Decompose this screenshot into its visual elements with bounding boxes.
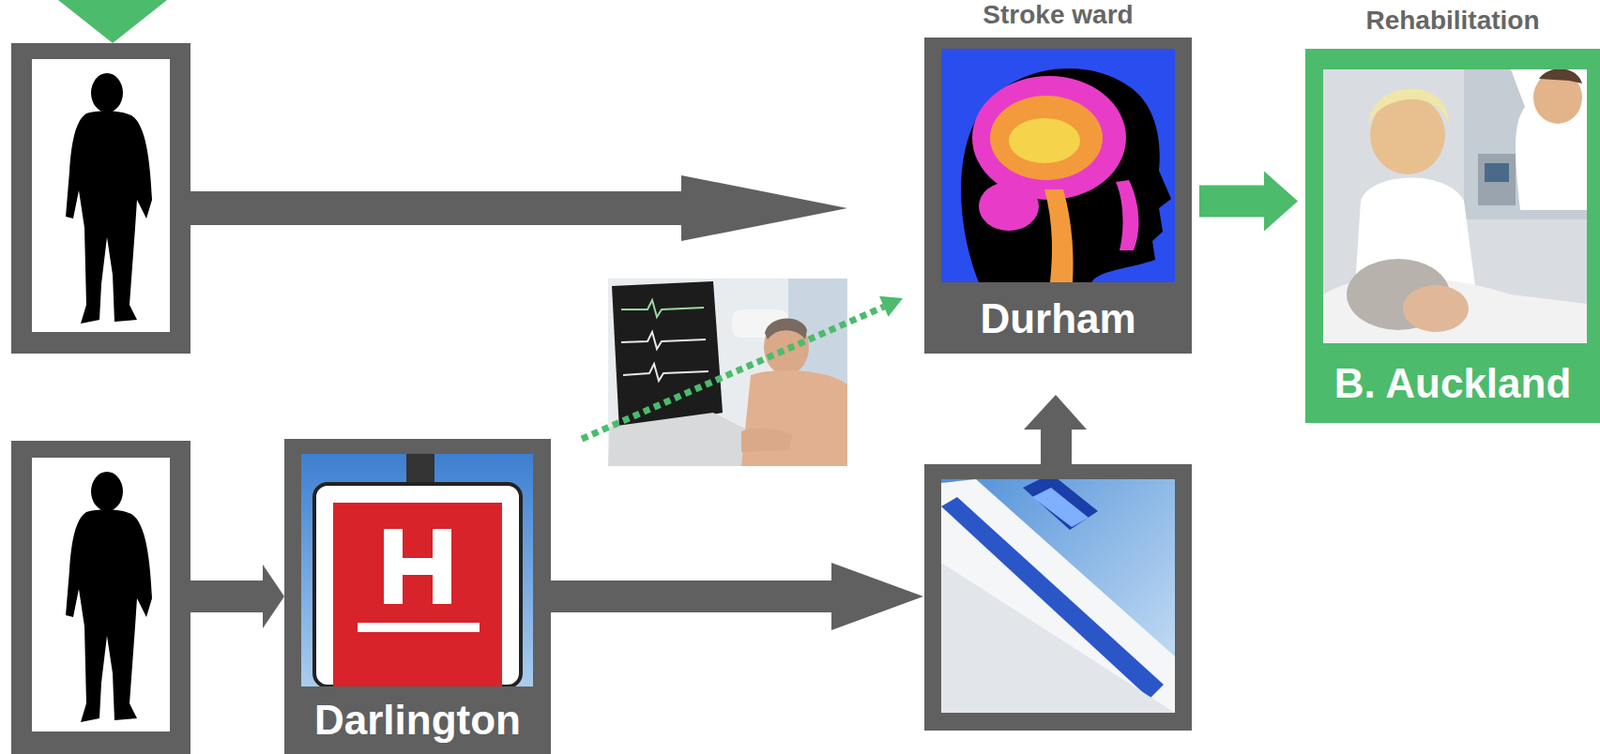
person-figure — [11, 43, 191, 354]
section-heading: Rehabilitation — [1305, 7, 1600, 36]
section-heading: Stroke ward — [924, 1, 1192, 31]
person-figure — [11, 441, 191, 754]
place-name: Durham — [924, 284, 1192, 354]
dotted-arrow — [581, 296, 903, 440]
place-name: B. Auckland — [1305, 343, 1600, 424]
flow-arrow — [1199, 171, 1298, 232]
arrow-shape — [1199, 171, 1298, 232]
location-box: Darlington — [284, 439, 551, 754]
decision-diamond — [58, 0, 168, 44]
location-box: Stroke wardDurham — [924, 37, 1192, 354]
hospital-sign — [301, 454, 534, 687]
rehab-photo — [1323, 69, 1587, 344]
brain-scan — [941, 48, 1175, 283]
place-name: Darlington — [284, 686, 551, 754]
ambulance-photo — [924, 464, 1192, 732]
location-box: RehabilitationB. Auckland — [1305, 48, 1600, 424]
